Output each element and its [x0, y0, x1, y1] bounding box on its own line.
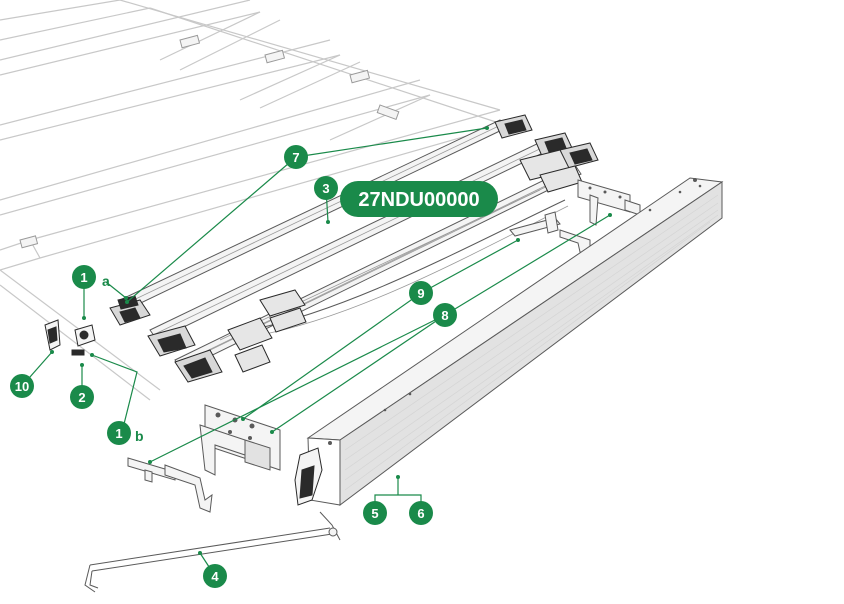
bracket-front-large [199, 404, 281, 476]
svg-text:9: 9 [417, 286, 424, 301]
small-parts-left [44, 295, 139, 356]
callout-4: 4 [203, 564, 227, 588]
bracket-middle [509, 211, 591, 256]
callout-1a: 1 a [72, 265, 110, 289]
bracket-upper-right-holes [588, 186, 622, 199]
front-bar-holes [328, 178, 702, 445]
callout-9: 9 [409, 281, 433, 305]
callout-8: 8 [433, 303, 457, 327]
front-bar-shading [344, 194, 719, 491]
svg-text:3: 3 [322, 181, 329, 196]
svg-text:8: 8 [441, 308, 448, 323]
svg-text:a: a [102, 273, 110, 289]
callout-2: 2 [70, 385, 94, 409]
svg-text:7: 7 [292, 150, 299, 165]
front-bar [306, 177, 724, 507]
part-code-label: 27NDU00000 [340, 181, 498, 217]
callout-1b: 1 b [107, 421, 144, 445]
svg-text:b: b [135, 428, 144, 444]
crank-rod-knob [328, 527, 338, 537]
svg-text:5: 5 [371, 506, 378, 521]
callout-10: 10 [10, 374, 34, 398]
svg-text:10: 10 [15, 379, 29, 394]
svg-text:1: 1 [80, 270, 87, 285]
svg-text:6: 6 [417, 506, 424, 521]
callout-6: 6 [409, 501, 433, 525]
callout-5: 5 [363, 501, 387, 525]
callout-3: 3 [314, 176, 338, 200]
mechanism-rear-right [494, 114, 599, 193]
frame-clips [19, 34, 400, 249]
crank-rod [84, 511, 341, 593]
front-bar-end-cap [294, 447, 323, 506]
svg-text:4: 4 [211, 569, 219, 584]
leader-dots [50, 126, 612, 555]
svg-text:2: 2 [78, 390, 85, 405]
part-code-text: 27NDU00000 [358, 189, 479, 211]
callout-7: 7 [284, 145, 308, 169]
bracket-front-large-holes [215, 412, 255, 440]
mechanism-front-left [109, 289, 307, 383]
bracket-front-small [127, 457, 213, 513]
svg-text:1: 1 [115, 426, 122, 441]
